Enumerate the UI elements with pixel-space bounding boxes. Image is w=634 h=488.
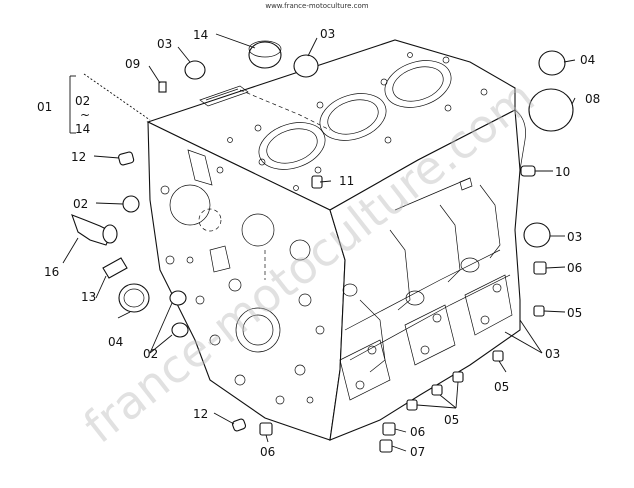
label-03-lower-right: 03: [545, 347, 560, 361]
label-03-right: 03: [567, 230, 582, 244]
label-02-left: 02: [73, 197, 88, 211]
label-01: 01: [37, 100, 52, 114]
label-06-right: 06: [567, 261, 582, 275]
label-10: 10: [555, 165, 570, 179]
callout-labels: 14 03 03 04 08 09 01 02 ~ 14 12 11 10 02…: [37, 27, 600, 459]
label-08: 08: [585, 92, 600, 106]
label-16: 16: [44, 265, 59, 279]
label-11: 11: [339, 174, 354, 188]
label-13: 13: [81, 290, 96, 304]
label-01-range-start: 02: [75, 94, 90, 108]
label-05-right: 05: [567, 306, 582, 320]
label-01-range-end: 14: [75, 122, 90, 136]
cylinder-block: [146, 39, 526, 441]
leader-lines: [62, 33, 576, 452]
label-03-top-left: 03: [157, 37, 172, 51]
label-05-center: 05: [444, 413, 459, 427]
label-14: 14: [193, 28, 208, 42]
label-04-right: 04: [580, 53, 595, 67]
label-09: 09: [125, 57, 140, 71]
label-12-lower: 12: [193, 407, 208, 421]
label-12-upper: 12: [71, 150, 86, 164]
label-07: 07: [410, 445, 425, 459]
label-02-lower: 02: [143, 347, 158, 361]
label-01-range-tilde: ~: [80, 108, 90, 122]
loose-parts: [71, 40, 574, 453]
label-03-top-right: 03: [320, 27, 335, 41]
source-url: www.france-motoculture.com: [265, 2, 369, 10]
label-06-lower-left: 06: [260, 445, 275, 459]
label-05-center-right: 05: [494, 380, 509, 394]
label-04-left: 04: [108, 335, 123, 349]
label-06-lower-right: 06: [410, 425, 425, 439]
